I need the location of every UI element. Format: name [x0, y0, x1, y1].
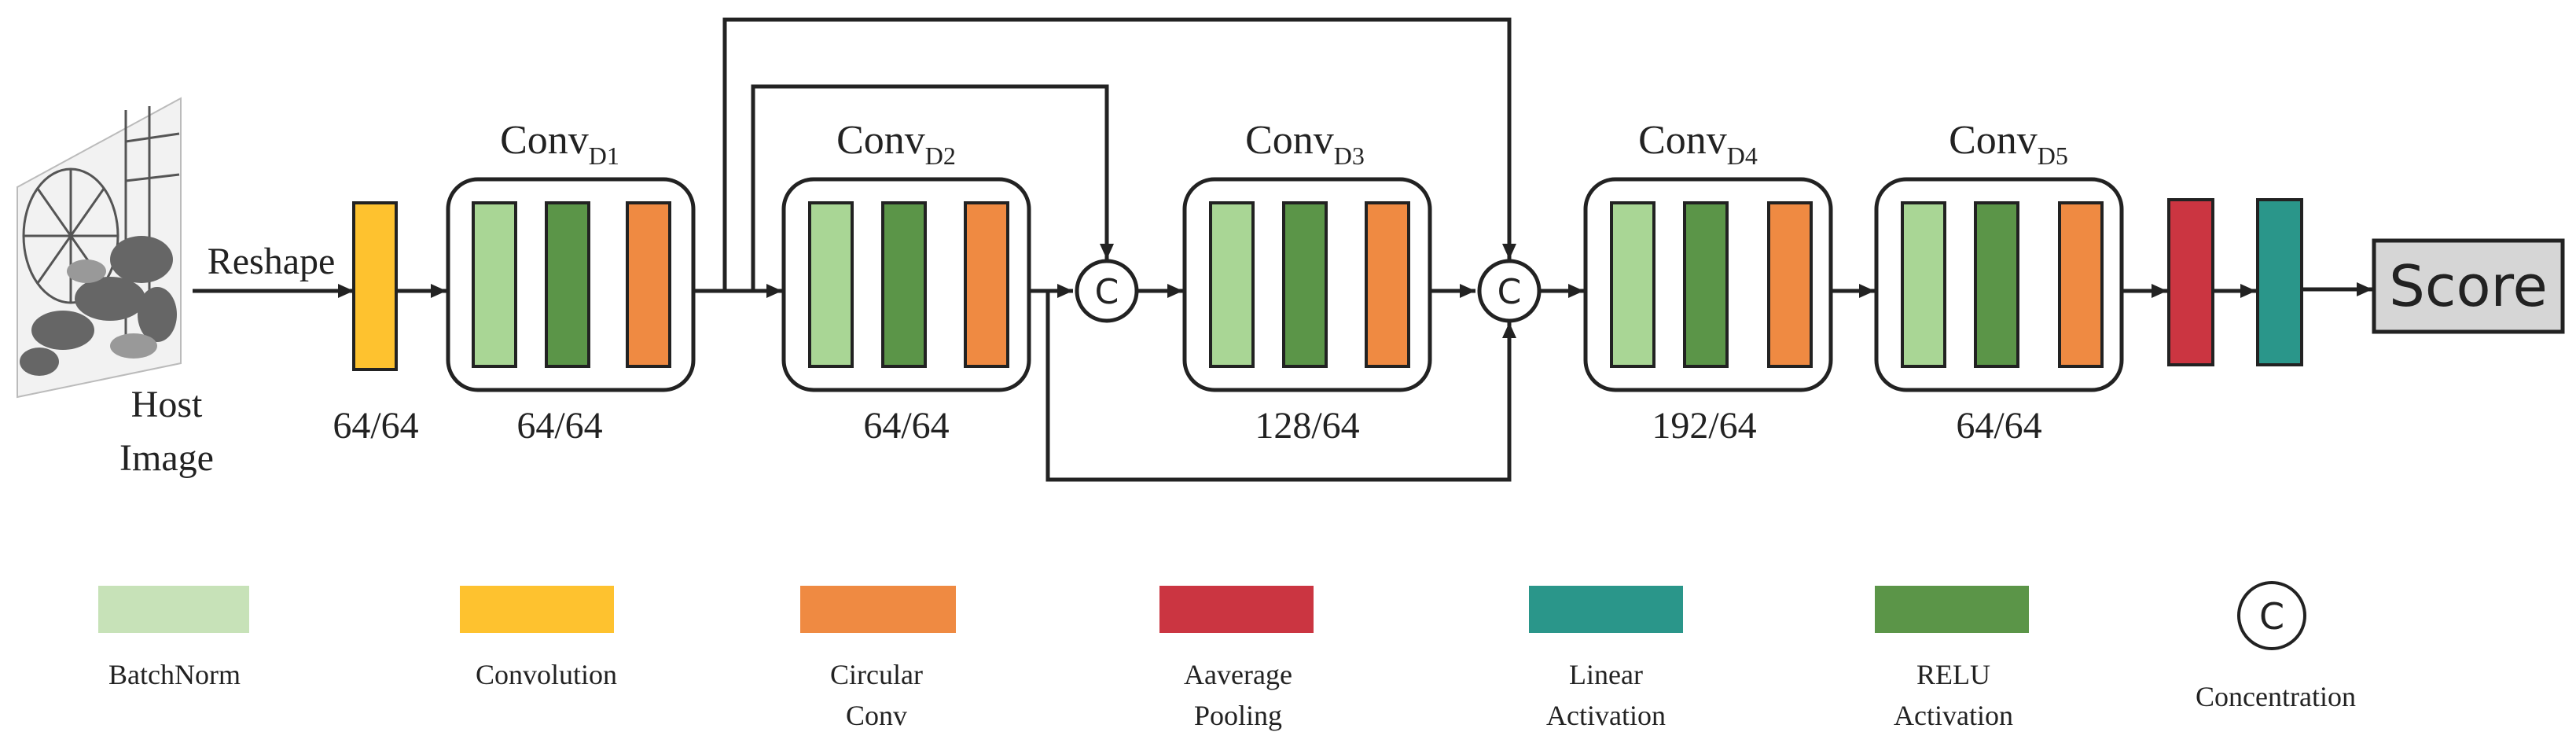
input-label-line1: Host	[131, 384, 203, 425]
circular-conv-layer	[626, 201, 671, 368]
batchnorm-layer	[1901, 201, 1946, 368]
legend-label-circular-conv-line2: Conv	[846, 700, 907, 731]
conv-d3-title: ConvD3	[1245, 118, 1365, 170]
conv-d5-channels: 64/64	[1956, 405, 2041, 447]
conv-d1-title: ConvD1	[500, 118, 619, 170]
first-convolution-layer	[352, 201, 398, 371]
conv-d5-title: ConvD5	[1949, 118, 2068, 170]
conv-d2-block: ConvD2 64/64	[781, 118, 1031, 447]
legend-label-convolution: Convolution	[476, 659, 617, 690]
concat-node-2: C	[1477, 259, 1542, 323]
batchnorm-layer	[1209, 201, 1255, 368]
batchnorm-layer	[1610, 201, 1655, 368]
legend-label-linear-activation-line2: Activation	[1546, 700, 1666, 731]
first-conv-channels: 64/64	[333, 405, 418, 447]
input-label-line2: Image	[119, 437, 214, 479]
skip-d1-to-concat2	[722, 17, 1516, 291]
batchnorm-layer	[472, 201, 517, 368]
conv-d1-block: ConvD1 64/64	[446, 118, 696, 447]
score-label: Score	[2389, 253, 2548, 319]
legend-label-circular-conv-line1: Circular	[830, 659, 923, 690]
relu-layer	[1974, 201, 2019, 368]
skip-d2-to-concat2	[1045, 291, 1516, 482]
average-pooling-layer	[2167, 198, 2214, 366]
circular-conv-layer	[964, 201, 1009, 368]
conv-d3-channels: 128/64	[1255, 405, 1359, 447]
relu-layer	[1282, 201, 1328, 368]
legend-swatch-batchnorm	[98, 586, 249, 633]
conv-d4-frame	[1583, 177, 1833, 392]
legend-label-average-pooling-line2: Pooling	[1194, 700, 1282, 731]
relu-layer	[1683, 201, 1729, 368]
legend-swatch-circular-conv	[800, 586, 956, 633]
legend-label-relu-line1: RELU	[1916, 659, 1990, 690]
host-image-thumbnail	[17, 97, 182, 399]
legend-label-linear-activation-line1: Linear	[1569, 659, 1643, 690]
legend-swatch-linear-activation	[1529, 586, 1683, 633]
conv-d3-frame	[1182, 177, 1432, 392]
legend: BatchNorm Convolution Circular Conv Aave…	[98, 581, 2356, 731]
conv-d5-frame	[1874, 177, 2124, 392]
batchnorm-layer	[808, 201, 854, 368]
legend-swatch-convolution	[460, 586, 614, 633]
circular-conv-layer	[2058, 201, 2104, 368]
legend-swatch-relu	[1875, 586, 2029, 633]
legend-label-batchnorm: BatchNorm	[108, 659, 241, 690]
conv-d2-channels: 64/64	[863, 405, 949, 447]
conv-d4-title: ConvD4	[1638, 118, 1758, 170]
conv-d2-title: ConvD2	[836, 118, 956, 170]
legend-label-relu-line2: Activation	[1894, 700, 2013, 731]
score-box	[2372, 238, 2565, 334]
concat-symbol: C	[1095, 272, 1119, 312]
legend-label-concentration: Concentration	[2196, 681, 2356, 712]
conv-d4-channels: 192/64	[1652, 405, 1756, 447]
circular-conv-layer	[1767, 201, 1813, 368]
circular-conv-layer	[1365, 201, 1410, 368]
relu-layer	[881, 201, 927, 368]
conv-d1-channels: 64/64	[516, 405, 602, 447]
legend-swatch-average-pooling	[1159, 586, 1314, 633]
concat-symbol: C	[1497, 272, 1522, 312]
conv-d3-block: ConvD3 128/64	[1182, 118, 1432, 447]
linear-activation-layer	[2256, 198, 2303, 366]
relu-layer	[545, 201, 590, 368]
conv-d5-block: ConvD5 64/64	[1874, 118, 2124, 447]
conv-d2-frame	[781, 177, 1031, 392]
legend-concat-symbol: C	[2237, 581, 2306, 650]
skip-d1-to-concat1	[751, 84, 1114, 291]
concat-symbol: C	[2259, 595, 2284, 638]
concat-node-1: C	[1075, 259, 1139, 323]
conv-d4-block: ConvD4 192/64	[1583, 118, 1833, 447]
conv-d1-frame	[446, 177, 696, 392]
reshape-label: Reshape	[208, 241, 336, 282]
legend-label-average-pooling-line1: Aaverage	[1184, 659, 1292, 690]
